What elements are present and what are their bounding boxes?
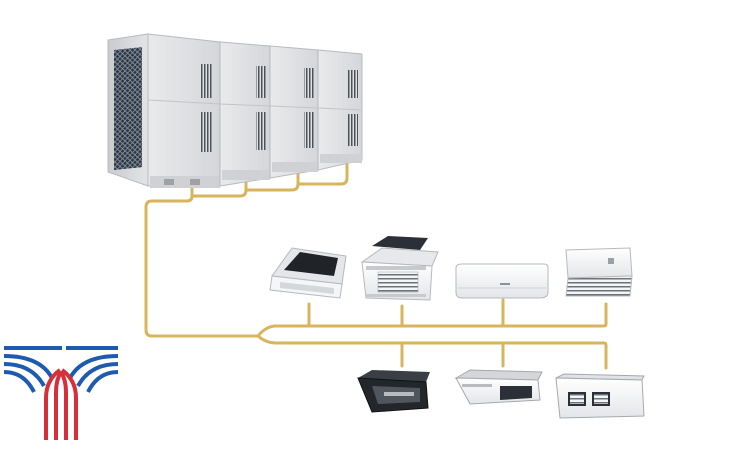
medium-duct-icon (454, 369, 543, 405)
outdoor-stub-4 (296, 158, 349, 186)
outdoor-unit-bank (107, 33, 363, 188)
floor-ceiling-unit-icon (565, 247, 633, 297)
one-way-cassette-icon (269, 247, 347, 299)
refrigerant-piping (144, 158, 608, 370)
company-logo-icon (3, 346, 119, 440)
outdoor-unit-2 (219, 41, 271, 187)
coil-grille-icon (114, 47, 142, 171)
outdoor-unit-3 (269, 45, 319, 179)
wall-mounted-unit-icon (455, 263, 549, 299)
high-static-duct-icon (555, 373, 645, 419)
slim-duct-icon (357, 370, 430, 413)
outdoor-unit-1 (107, 33, 221, 188)
four-way-cassette-icon (360, 236, 439, 301)
upper-branch-pipe (256, 302, 608, 338)
lower-branch-pipe (256, 334, 608, 370)
outdoor-header-pipe (144, 180, 260, 338)
outdoor-unit-4 (317, 49, 363, 171)
